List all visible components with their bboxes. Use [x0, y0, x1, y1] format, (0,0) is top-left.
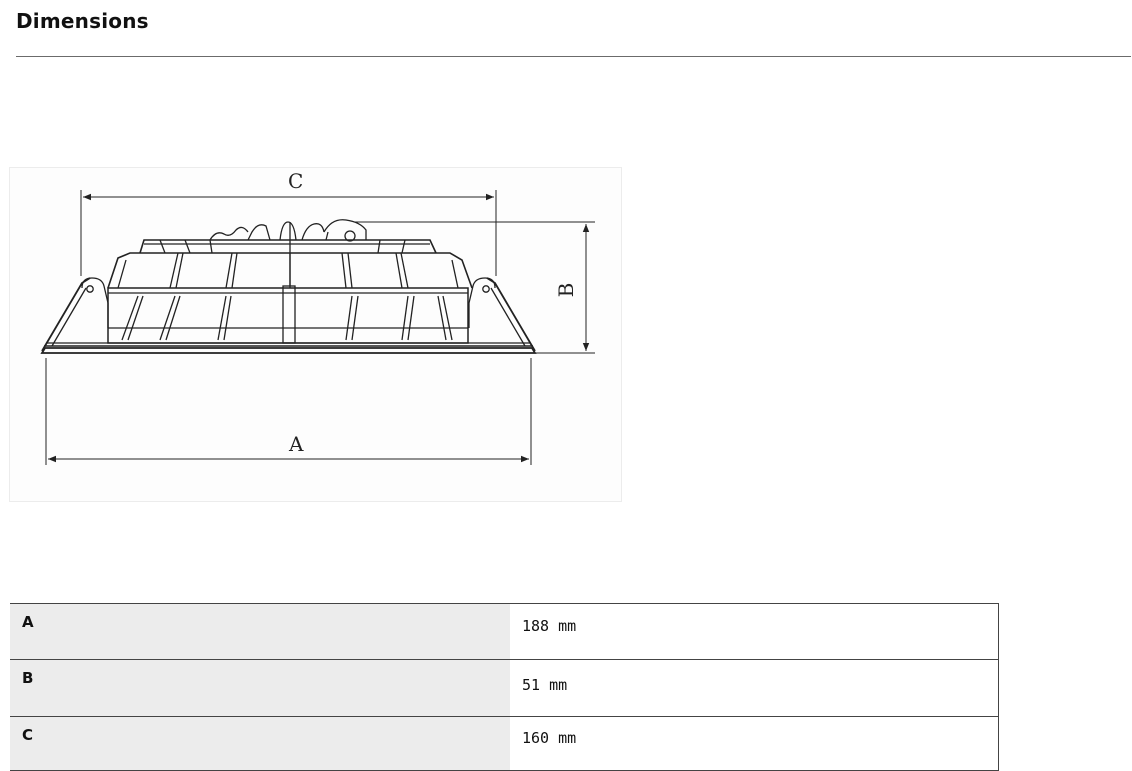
- title-divider: [16, 56, 1131, 57]
- technical-drawing: C A B: [9, 167, 622, 502]
- table-row: C 160 mm: [10, 716, 999, 771]
- table-row: A 188 mm: [10, 603, 999, 660]
- page-title: Dimensions: [16, 9, 149, 33]
- dimension-key: A: [10, 603, 510, 660]
- dimension-label-c: C: [288, 169, 303, 193]
- dimension-key: B: [10, 659, 510, 717]
- dimension-value: 160 mm: [510, 716, 999, 771]
- dimension-value: 188 mm: [510, 603, 999, 660]
- dimension-key: C: [10, 716, 510, 771]
- dimension-label-a: A: [288, 432, 304, 456]
- dimension-value: 51 mm: [510, 659, 999, 717]
- dimension-lines: [45, 190, 595, 465]
- dimension-label-b: B: [554, 283, 578, 298]
- grate-outline: [40, 219, 537, 354]
- table-row: B 51 mm: [10, 659, 999, 717]
